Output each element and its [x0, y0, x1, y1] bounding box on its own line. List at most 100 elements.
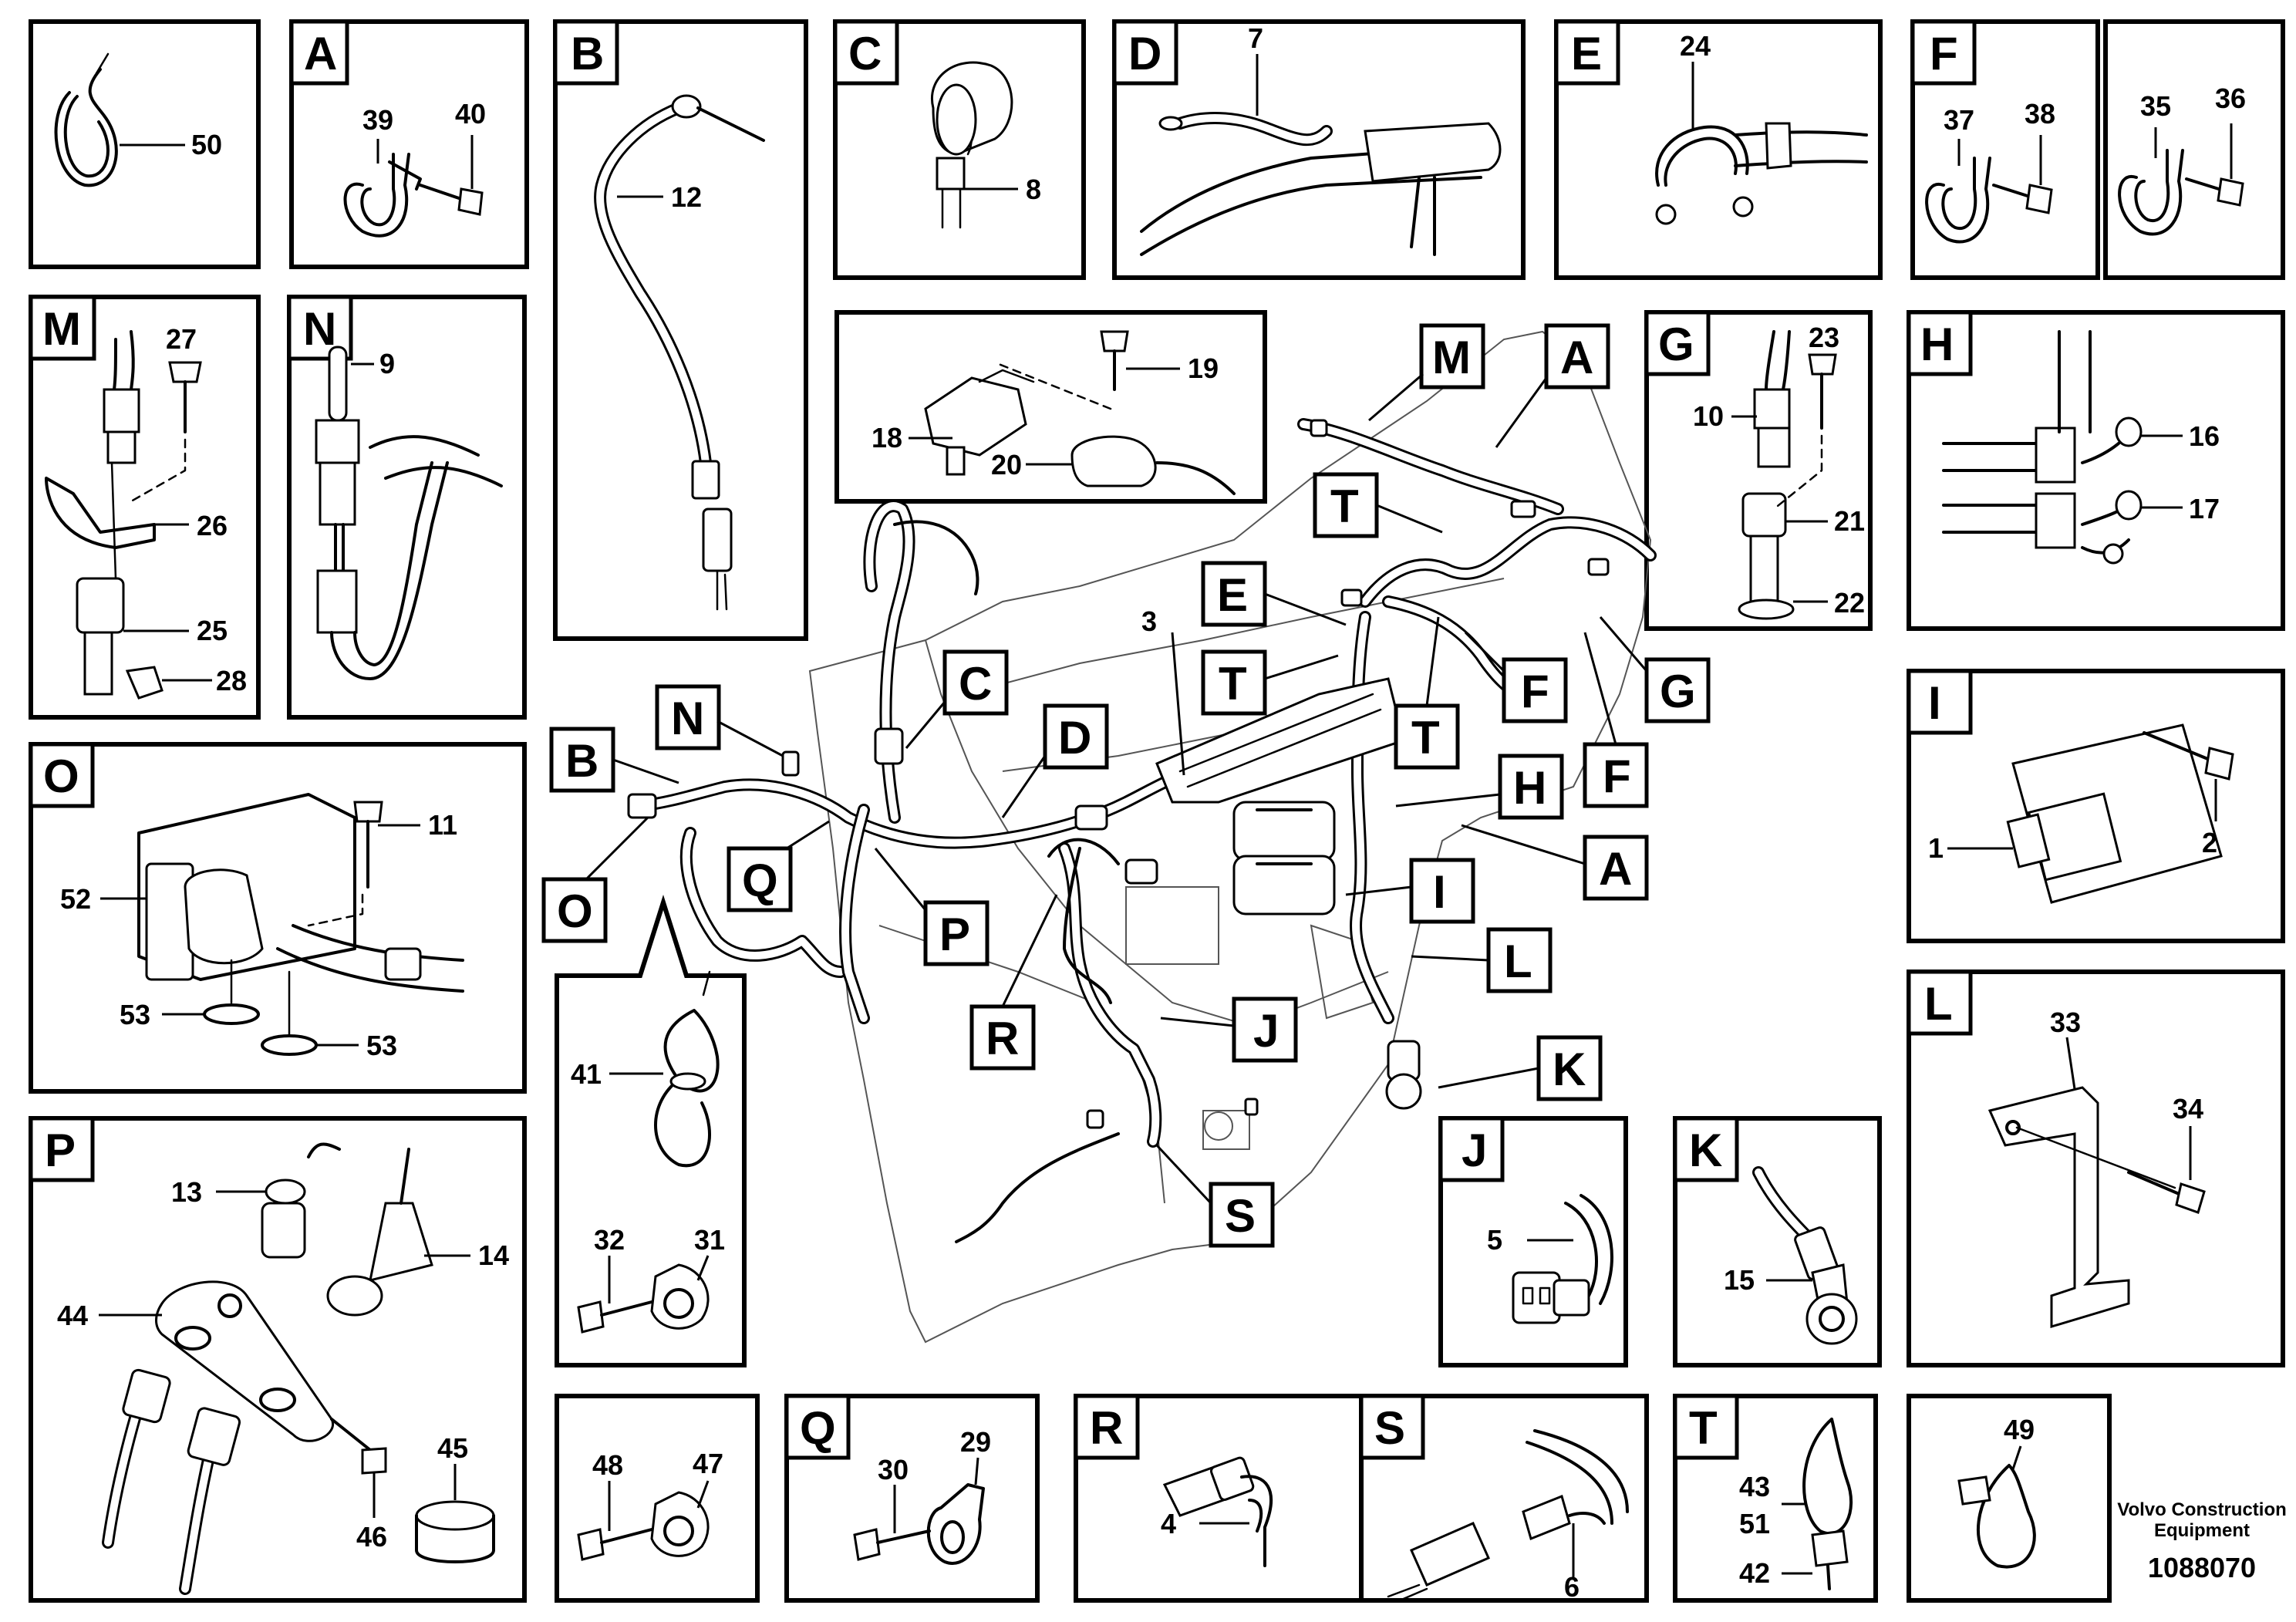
callout-50: 50 [191, 129, 222, 160]
callout-31: 31 [694, 1224, 725, 1256]
panel-m-letter: M [42, 303, 81, 355]
panel-i-letter: I [1928, 677, 1941, 729]
ecu-1-part [2006, 723, 2223, 904]
main-tag-h: H [1395, 754, 1564, 820]
svg-text:S: S [1225, 1190, 1256, 1242]
tie-41-part [654, 970, 720, 1168]
callout-51: 51 [1739, 1508, 1770, 1539]
panel-50-cable-tie: 50 [29, 19, 261, 269]
bolt-36 [2185, 177, 2244, 207]
main-tag-p: P [874, 848, 990, 966]
svg-text:M: M [1432, 332, 1471, 383]
callout-30: 30 [878, 1454, 909, 1485]
callout-45: 45 [437, 1432, 468, 1464]
panel-l-bracket: L 33 34 [1907, 969, 2285, 1367]
callout-48: 48 [592, 1449, 623, 1481]
p-clamp-37 [1925, 157, 1991, 244]
panel-t-letter: T [1689, 1402, 1718, 1454]
svg-text:F: F [1603, 750, 1631, 802]
bolt-11 [307, 801, 383, 927]
callout-18: 18 [872, 422, 902, 454]
callout-26: 26 [197, 510, 228, 541]
main-tag-r: R [969, 894, 1058, 1071]
main-tag-a-bottom: A [1461, 824, 1649, 901]
main-tag-f-upper: F [1464, 631, 1568, 723]
panel-d-letter: D [1128, 28, 1161, 79]
p-clamp-part [343, 153, 422, 238]
callout-21: 21 [1834, 505, 1865, 537]
panel-s-connector: S 6 [1359, 1394, 1649, 1603]
clamp-29-part [926, 1483, 985, 1565]
panel-m-speed-sensor: M 27 26 25 28 [29, 295, 261, 720]
bolt-32-part [577, 1300, 653, 1334]
bolt-38 [1992, 184, 2053, 214]
panel-n-letter: N [303, 303, 336, 355]
main-tag-n: N [655, 684, 784, 757]
main-tag-b: B [549, 727, 679, 793]
drawing-number: 1088070 [2148, 1552, 2256, 1583]
panel-c-letter: C [848, 28, 882, 79]
panel-p-connector-bracket: P [29, 1116, 527, 1603]
callout-2: 2 [2202, 827, 2217, 858]
main-tag-c: C [905, 649, 1009, 749]
panel-o-sensor-bracket: O 11 52 53 53 [29, 742, 527, 1094]
callout-11: 11 [428, 809, 457, 841]
svg-text:L: L [1504, 936, 1532, 987]
panel-41-ties: 41 32 31 [555, 895, 747, 1367]
panel-b-sensor-harness: B 12 [553, 19, 808, 641]
callout-46: 46 [356, 1521, 387, 1553]
panel-f-clamp: F 37 38 [1910, 19, 2100, 280]
svg-text:I: I [1433, 866, 1446, 918]
panel-h-connectors: H 16 17 [1907, 310, 2285, 631]
sensor-m-part [45, 330, 156, 696]
panel-e-letter: E [1571, 28, 1602, 79]
svg-text:Q: Q [742, 855, 778, 906]
callout-40: 40 [455, 98, 486, 130]
callout-4: 4 [1161, 1508, 1176, 1539]
connector-4-part [1162, 1456, 1273, 1567]
svg-text:F: F [1521, 666, 1549, 717]
ground-strap-24 [1655, 122, 1868, 225]
svg-text:E: E [1217, 569, 1248, 621]
callout-8: 8 [1026, 174, 1041, 205]
main-engine-assembly: 3 [627, 330, 1657, 1344]
main-tag-l: L [1411, 927, 1553, 993]
callout-16: 16 [2189, 420, 2220, 452]
svg-text:T: T [1411, 712, 1440, 764]
bolt-27 [130, 361, 202, 503]
connector-8-part [931, 61, 1013, 229]
bolt-30-part [853, 1528, 931, 1561]
panel-h-letter: H [1920, 319, 1954, 370]
svg-text:A: A [1599, 843, 1632, 895]
svg-text:A: A [1560, 332, 1593, 383]
main-tag-m: M [1368, 323, 1485, 422]
company-line-1: Volvo Construction [2117, 1499, 2287, 1520]
callout-35: 35 [2140, 90, 2171, 122]
bracket-44-part [155, 1280, 335, 1442]
panel-49-tie: 49 [1907, 1394, 2112, 1603]
panel-j-connector: J 5 [1438, 1116, 1628, 1367]
sensor-g-part [1738, 330, 1795, 620]
callout-13: 13 [171, 1176, 202, 1208]
main-tag-i: I [1345, 858, 1475, 924]
main-tag-t-top: T [1313, 472, 1443, 538]
callout-25: 25 [197, 615, 228, 646]
callout-33: 33 [2050, 1007, 2081, 1038]
callout-39: 39 [362, 104, 393, 136]
callout-22: 22 [1834, 587, 1865, 619]
svg-text:R: R [986, 1013, 1019, 1064]
callout-28: 28 [216, 665, 247, 696]
svg-text:J: J [1253, 1005, 1279, 1057]
svg-text:C: C [959, 658, 992, 710]
connector-5-part [1512, 1194, 1613, 1324]
main-tag-s: S [1155, 1144, 1275, 1248]
callout-53a: 53 [120, 999, 150, 1030]
connector-6-part [1387, 1429, 1629, 1602]
nut-28 [125, 666, 164, 700]
panel-o-letter: O [43, 750, 79, 802]
panel-s-letter: S [1374, 1402, 1405, 1454]
svg-text:T: T [1330, 481, 1359, 532]
harness-12 [594, 94, 765, 611]
svg-text:T: T [1219, 658, 1247, 710]
main-tag-e: E [1201, 561, 1347, 627]
